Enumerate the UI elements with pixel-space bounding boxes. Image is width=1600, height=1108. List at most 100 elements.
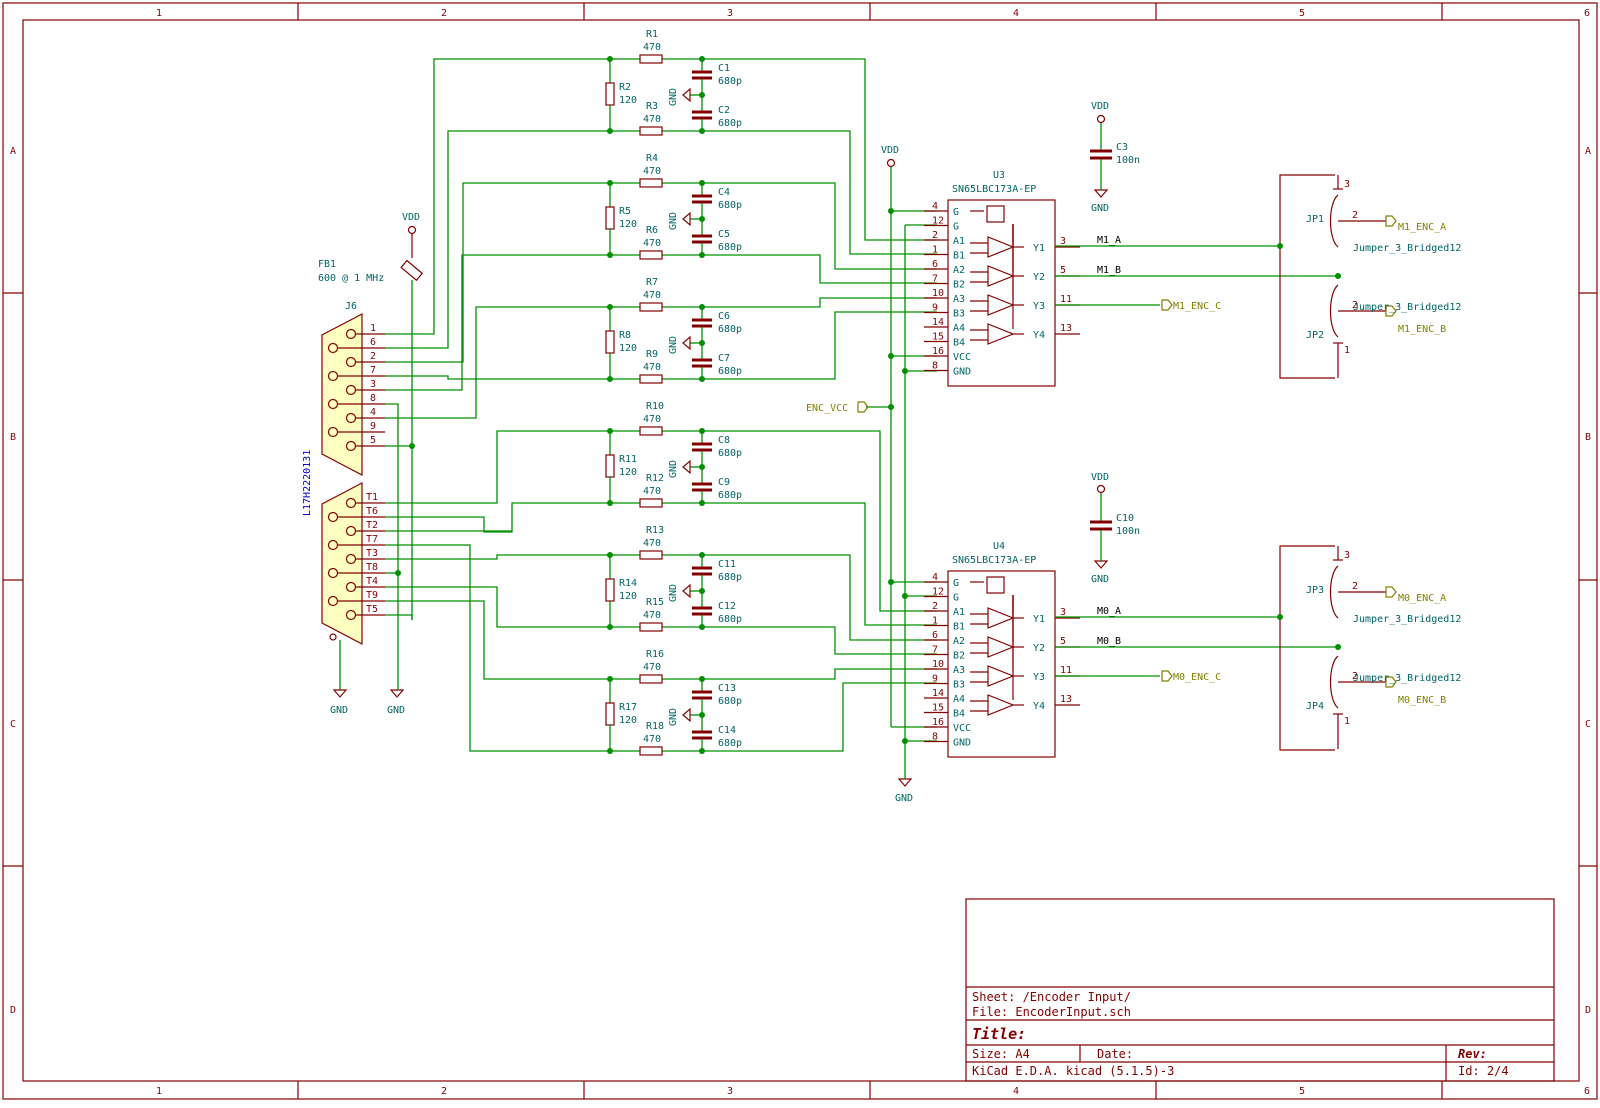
- capacitor-ref: C6: [718, 311, 730, 322]
- ic-value: SN65LBC173A-EP: [952, 555, 1036, 566]
- resistor: [605, 702, 615, 726]
- enc-vcc-label: ENC_VCC: [806, 403, 848, 414]
- resistor-value: 470: [643, 42, 661, 53]
- pin-number: 13: [1060, 323, 1072, 334]
- jp1-value: Jumper_3_Bridged12: [1353, 243, 1461, 254]
- pin-name: G: [953, 207, 959, 218]
- pin-number: 16: [932, 717, 944, 728]
- pin-name: B4: [953, 709, 965, 720]
- resistor-ref: R17: [619, 702, 637, 713]
- gnd-label: GND: [668, 212, 679, 230]
- resistor-value: 120: [619, 715, 637, 726]
- gnd-label: GND: [668, 708, 679, 726]
- ic-body: [947, 570, 1056, 758]
- pin-number: 16: [932, 346, 944, 357]
- pin-number: 10: [932, 288, 944, 299]
- net-m1-b: M1_B: [1097, 265, 1121, 276]
- pin-number: 11: [1060, 294, 1072, 305]
- receiver-buffer: [987, 607, 1015, 629]
- resistor-ref: R13: [646, 525, 664, 536]
- row-label: B: [1585, 432, 1591, 443]
- jumper-pin-number: 2: [1352, 210, 1358, 221]
- pin-number: 6: [370, 337, 376, 348]
- resistor: [639, 746, 663, 756]
- pin-number: 3: [1060, 236, 1066, 247]
- pin-number: T9: [366, 590, 378, 601]
- pin-name: Y3: [1033, 672, 1045, 683]
- pin-number: 13: [1060, 694, 1072, 705]
- pin-name: Y2: [1033, 643, 1045, 654]
- net-m0-a: M0_A: [1097, 606, 1121, 617]
- col-label: 4: [1013, 1086, 1019, 1097]
- pin-name: A4: [953, 323, 965, 334]
- capacitor-value: 680p: [718, 696, 742, 707]
- gnd-label: GND: [895, 793, 913, 804]
- vdd-label: VDD: [1091, 101, 1109, 112]
- hier-port: [1385, 676, 1397, 688]
- pin-number: 14: [932, 688, 944, 699]
- capacitor-value: 680p: [718, 324, 742, 335]
- gnd-label: GND: [668, 336, 679, 354]
- resistor-ref: R15: [646, 597, 664, 608]
- pin-number: 4: [932, 572, 938, 583]
- pin-number: T2: [366, 520, 378, 531]
- resistor-value: 470: [643, 538, 661, 549]
- receiver-buffer: [987, 265, 1015, 287]
- pin-name: A3: [953, 294, 965, 305]
- receiver-buffer: [987, 294, 1015, 316]
- col-label: 2: [441, 1086, 447, 1097]
- capacitor-value: 680p: [718, 200, 742, 211]
- jumper-labels: JP1 Jumper_3_Bridged12 Jumper_3_Bridged1…: [1306, 214, 1461, 712]
- resistor-ref: R11: [619, 454, 637, 465]
- capacitor-ref: C9: [718, 477, 730, 488]
- gnd-label: GND: [668, 584, 679, 602]
- gnd-symbol: [682, 211, 691, 227]
- resistor-ref: R9: [646, 349, 658, 360]
- row-label: D: [1585, 1005, 1591, 1016]
- gnd-symbol: [682, 459, 691, 475]
- capacitor-value: 680p: [718, 448, 742, 459]
- resistor-ref: R5: [619, 206, 631, 217]
- jp2-value: Jumper_3_Bridged12: [1353, 302, 1461, 313]
- resistor-ref: R16: [646, 649, 664, 660]
- resistor-value: 470: [643, 486, 661, 497]
- pin-number: 3: [1060, 607, 1066, 618]
- file-name: File: EncoderInput.sch: [972, 1005, 1131, 1019]
- pin-number: T8: [366, 562, 378, 573]
- resistor: [639, 126, 663, 136]
- capacitor-ref: C11: [718, 559, 736, 570]
- pin-number: 14: [932, 317, 944, 328]
- power-symbols: VDD VDD VDD VDD GND GND GND GND GND: [330, 101, 1109, 804]
- pin-name: B2: [953, 280, 965, 291]
- resistor-ref: R4: [646, 153, 658, 164]
- pin-number: 11: [1060, 665, 1072, 676]
- title-label: Title:: [972, 1025, 1026, 1043]
- gnd-symbol: [682, 583, 691, 599]
- resistor-value: 470: [643, 662, 661, 673]
- ic-value: SN65LBC173A-EP: [952, 184, 1036, 195]
- capacitor-value: 680p: [718, 490, 742, 501]
- tool-version: KiCad E.D.A. kicad (5.1.5)-3: [972, 1064, 1174, 1078]
- pin-number: 4: [932, 201, 938, 212]
- port-m1-enc-c: M1_ENC_C: [1173, 301, 1221, 312]
- pin-name: A2: [953, 265, 965, 276]
- port-m0-enc-b: M0_ENC_B: [1398, 695, 1446, 706]
- port-m1-enc-b: M1_ENC_B: [1398, 324, 1446, 335]
- ferrite-bead-fb1: FB1 600 @ 1 MHz: [318, 259, 424, 620]
- row-label: A: [10, 146, 16, 157]
- hier-port: [1385, 305, 1397, 317]
- resistor-value: 120: [619, 591, 637, 602]
- gnd-symbol: [682, 707, 691, 723]
- pin-number: 9: [932, 674, 938, 685]
- pin-number: 7: [370, 365, 376, 376]
- capacitor-ref: C14: [718, 725, 736, 736]
- connector-j6: 1 6 2 7 3 8 4 9 5 J6 T1 T6 T2 T7 T3 T8: [302, 301, 385, 690]
- pin-number: 8: [370, 393, 376, 404]
- c10-value: 100n: [1116, 526, 1140, 537]
- ic-ref: U3: [993, 170, 1005, 181]
- pin-number: 1: [370, 323, 376, 334]
- capacitor-value: 680p: [718, 366, 742, 377]
- pin-name: VCC: [953, 723, 971, 734]
